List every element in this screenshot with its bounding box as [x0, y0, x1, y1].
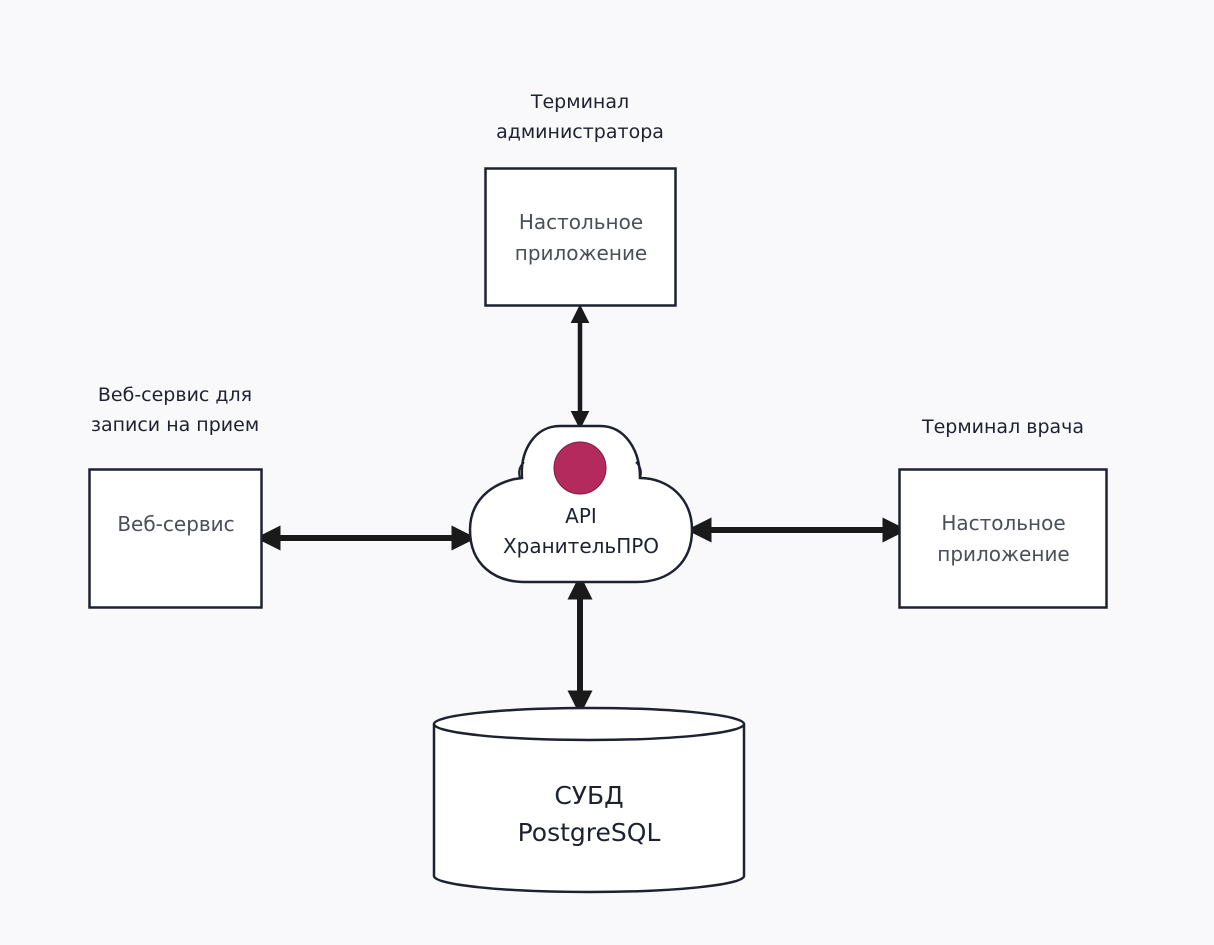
api-label: API ХранительПРО [502, 504, 660, 558]
db-cylinder-top [432, 706, 746, 742]
admin-app-label: Настольное приложение [514, 209, 648, 265]
doctor-app-box[interactable] [898, 468, 1108, 609]
doctor-app-label: Настольное приложение [937, 511, 1070, 566]
api-cloud-inner-right [635, 461, 642, 479]
admin-app-box[interactable] [484, 167, 677, 307]
web-service-label: Веб-сервис [117, 511, 235, 536]
db-cylinder-body[interactable] [432, 724, 746, 894]
api-cloud-inner-left [518, 461, 525, 479]
web-service-box[interactable] [88, 468, 263, 609]
doctor-terminal-caption: Терминал врача [921, 416, 1085, 438]
database-label: СУБД PostgreSQL [517, 781, 661, 847]
web-service-caption: Веб-сервис для записи на прием [90, 384, 260, 436]
api-cloud-shape[interactable] [468, 424, 694, 584]
admin-terminal-caption: Терминал администратора [496, 91, 664, 143]
circle-icon [553, 441, 607, 495]
